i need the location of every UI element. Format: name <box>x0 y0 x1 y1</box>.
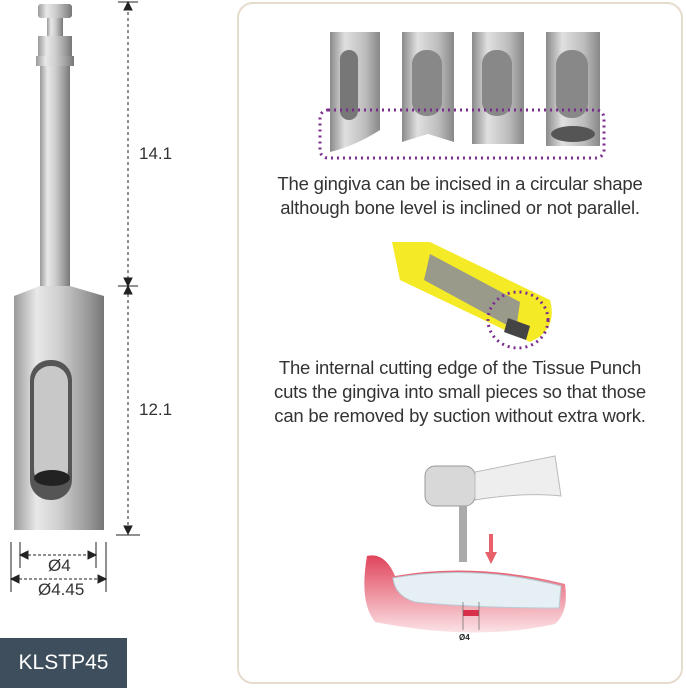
handpiece-and-dental-arch-illustration <box>364 455 566 633</box>
punch-tip-4 <box>546 32 600 146</box>
dental-arch <box>364 555 566 633</box>
feature-panel <box>237 2 683 684</box>
diameter-dimension-lines <box>9 542 108 592</box>
punch-tip-variants-illustration <box>318 32 606 160</box>
drill-punch-head <box>14 286 104 530</box>
illustration-diameter-label: Ø4 <box>459 633 470 642</box>
caption-line: cuts the gingiva into small pieces so th… <box>274 381 646 402</box>
insertion-arrow <box>485 534 497 564</box>
punch-tip-3 <box>472 32 524 144</box>
caption-line: can be removed by suction without extra … <box>274 405 646 426</box>
caption-line: although bone level is inclined or not p… <box>280 197 640 218</box>
feature-caption-2: The internal cutting edge of the Tissue … <box>237 356 683 428</box>
inner-diameter-label: Ø4 <box>48 556 71 575</box>
handpiece <box>424 455 562 562</box>
upper-length-label: 14.1 <box>139 144 173 163</box>
outer-diameter-label: Ø4.45 <box>38 580 85 599</box>
highlight-dotted-circle <box>486 290 550 350</box>
model-code-badge: KLSTP45 <box>0 638 127 688</box>
punch-tip-1 <box>330 32 380 152</box>
lower-length-label: 12.1 <box>139 400 173 419</box>
caption-line: The gingiva can be incised in a circular… <box>277 173 643 194</box>
caption-line: The internal cutting edge of the Tissue … <box>278 357 642 378</box>
tissue-punch-drill-diagram <box>9 0 140 592</box>
highlight-dotted-box <box>318 108 606 160</box>
drill-shank <box>36 4 74 286</box>
length-dimension-lines <box>116 0 140 536</box>
internal-cutting-edge-illustration <box>392 242 552 350</box>
punch-tip-2 <box>402 32 454 142</box>
feature-caption-1: The gingiva can be incised in a circular… <box>237 172 683 220</box>
